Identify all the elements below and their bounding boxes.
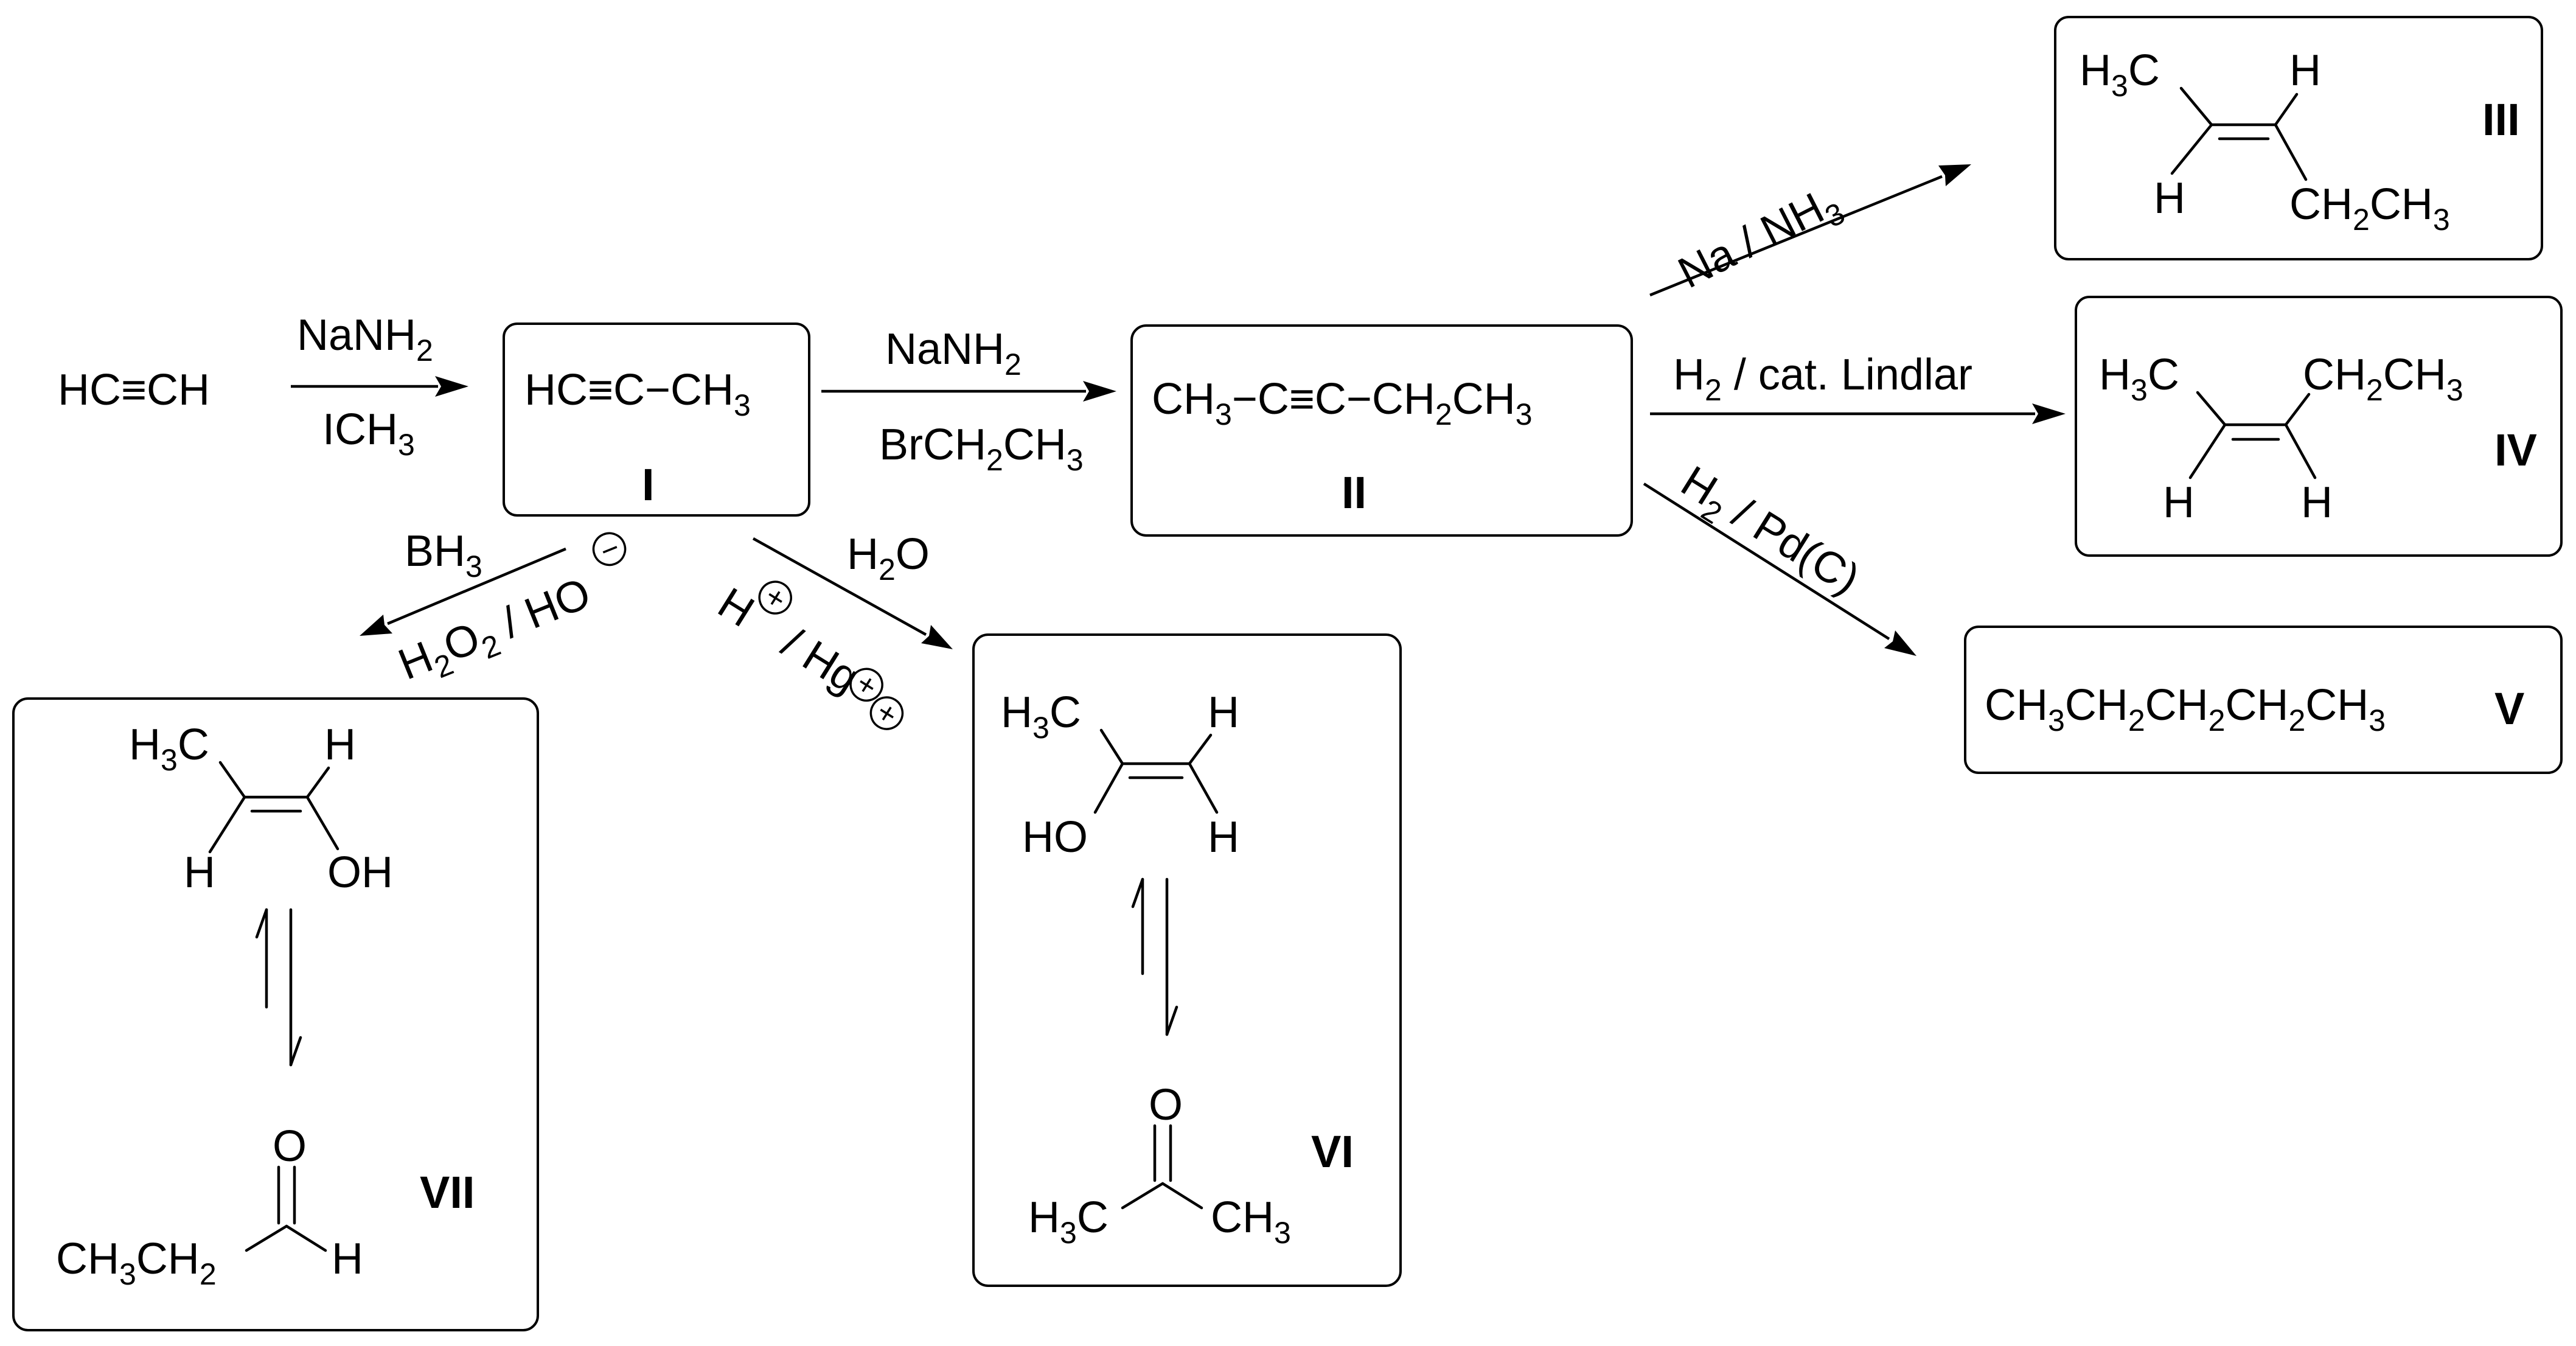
compound-IV-label: IV <box>2494 425 2537 475</box>
compound-II-label: II <box>1342 467 1366 518</box>
compound-VII-h3c: H3C <box>129 720 209 777</box>
reagent-nanh2-1: NaNH2 <box>297 311 433 368</box>
reagent-h2o2-ho: H2O2 / HO <box>392 568 600 696</box>
compound-VI-o: O <box>1149 1081 1183 1129</box>
compound-III-h3c: H3C <box>2080 46 2160 103</box>
arrow-I-to-II <box>821 381 1116 402</box>
compound-IV-box: H3C CH2CH3 H H IV <box>2075 296 2563 557</box>
compound-VI-ch3-right: CH3 <box>1211 1193 1291 1250</box>
compound-VI-h-bottom: H <box>1208 813 1239 862</box>
compound-II-box: CH3−C≡C−CH2CH3 II <box>1130 324 1633 537</box>
arrow-I-to-VI <box>752 537 953 649</box>
compound-I-label: I <box>642 459 655 510</box>
arrow-II-to-IV <box>1650 403 2066 424</box>
compound-VI-h3c-left: H3C <box>1028 1193 1109 1250</box>
reagent-brch2ch3: BrCH2CH3 <box>879 420 1084 477</box>
svg-text:+: + <box>871 694 903 733</box>
arrow-II-to-III <box>1649 164 1971 297</box>
compound-V-label: V <box>2494 683 2524 734</box>
compound-IV-h-left: H <box>2163 478 2195 527</box>
compound-V-formula: CH3CH2CH2CH2CH3 <box>1985 681 2386 738</box>
equilibrium-arrow-VI <box>1131 877 1178 1036</box>
arrow-I-to-VII <box>360 547 566 636</box>
compound-VI-box: H3C H HO H O H3C CH3 VI <box>972 633 1402 1287</box>
compound-III-h-bottom: H <box>2154 174 2185 223</box>
reagent-h-hg: H / Hg <box>710 579 868 703</box>
mercury-positive-charge-2: + <box>869 694 904 733</box>
compound-III-ethyl: CH2CH3 <box>2289 180 2450 237</box>
compound-IV-h-right: H <box>2301 478 2333 527</box>
compound-VII-oh: OH <box>327 848 393 897</box>
compound-VI-h-top: H <box>1208 688 1239 737</box>
arrow-II-to-V <box>1643 483 1916 656</box>
reagent-h2o: H2O <box>847 530 930 587</box>
compound-IV-h3c: H3C <box>2099 350 2179 407</box>
compound-VI-h3c: H3C <box>1001 688 1081 745</box>
reagent-na-nh3: Na / NH3 <box>1671 176 1850 305</box>
compound-IV-ethyl: CH2CH3 <box>2303 350 2463 407</box>
svg-text:+: + <box>759 579 792 617</box>
compound-VII-o: O <box>273 1122 307 1171</box>
compound-III-label: III <box>2482 94 2520 145</box>
reagent-bh3: BH3 <box>405 527 482 584</box>
compound-II-formula: CH3−C≡C−CH2CH3 <box>1152 375 1533 431</box>
hydroxide-negative-charge: − <box>592 531 627 568</box>
arrow-to-I <box>291 376 468 397</box>
compound-VII-h-top: H <box>324 720 356 769</box>
compound-III-box: H3C H H CH2CH3 III <box>2054 16 2543 260</box>
reagent-h2-lindlar: H2 / cat. Lindlar <box>1673 350 1972 407</box>
compound-VI-ho: HO <box>1022 813 1088 862</box>
reagent-h2-pdc: H2 / Pd(C) <box>1669 457 1868 611</box>
compound-VII-h-aldehyde: H <box>332 1235 363 1283</box>
compound-VII-h-bottom: H <box>184 848 215 897</box>
compound-I-formula: HC≡C−CH3 <box>524 366 751 422</box>
compound-VII-box: H3C H H OH O CH3CH2 H VII <box>12 697 539 1331</box>
compound-I-box: HC≡C−CH3 I <box>503 323 810 517</box>
reagent-ich3: ICH3 <box>322 405 415 462</box>
acetylene-formula: HC≡CH <box>58 366 210 414</box>
compound-VII-ethyl: CH3CH2 <box>56 1235 217 1291</box>
compound-V-box: CH3CH2CH2CH2CH3 V <box>1964 626 2563 774</box>
compound-VII-label: VII <box>420 1167 475 1218</box>
compound-VI-label: VI <box>1311 1126 1354 1177</box>
equilibrium-arrow-VII <box>255 908 302 1067</box>
reagent-nanh2-2: NaNH2 <box>885 325 1022 382</box>
compound-III-h-top: H <box>2289 46 2321 95</box>
